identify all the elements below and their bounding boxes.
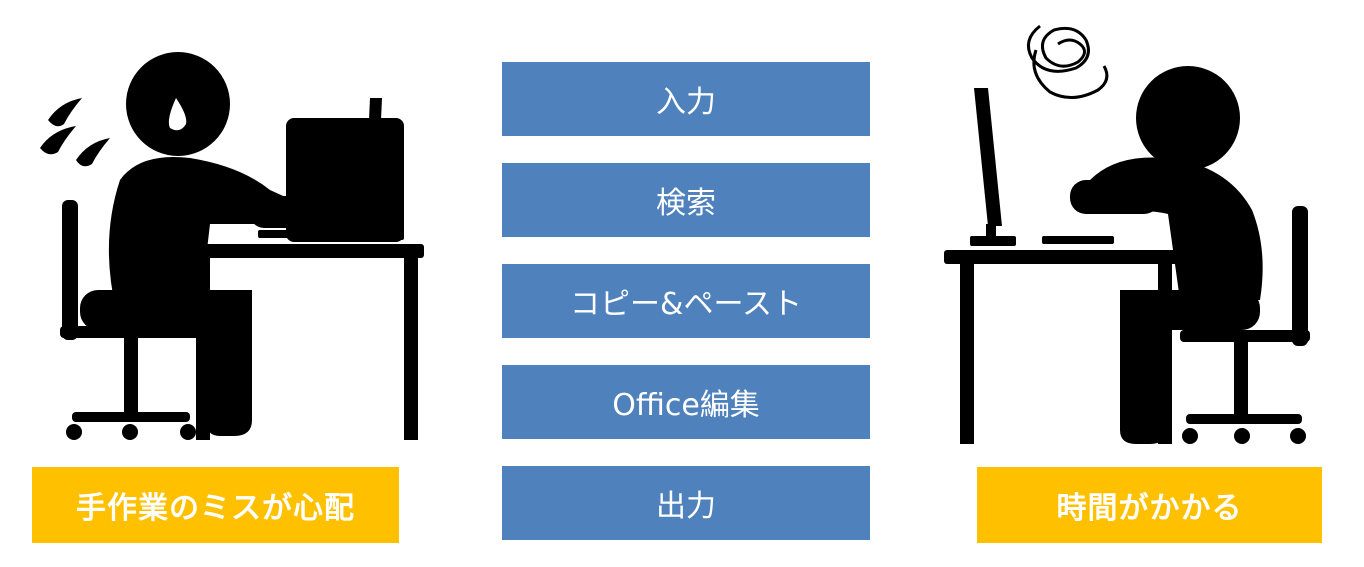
worried-worker-icon [20, 40, 440, 460]
scribble-icon [1026, 24, 1090, 73]
step-output: 出力 [502, 466, 870, 540]
frustrated-worker-icon [930, 0, 1330, 460]
sweat-drop-icon [76, 138, 110, 167]
caption-manual-error-worry: 手作業のミスが心配 [32, 467, 399, 543]
sweat-drop-icon [48, 98, 82, 127]
step-office-edit: Office編集 [502, 365, 870, 439]
step-search: 検索 [502, 163, 870, 237]
step-copy-paste: コピー&ペースト [502, 264, 870, 338]
sweat-drop-icon [40, 126, 76, 155]
step-input: 入力 [502, 62, 870, 136]
process-steps: 入力 検索 コピー&ペースト Office編集 出力 [502, 62, 870, 567]
caption-time-consuming: 時間がかかる [977, 467, 1322, 543]
